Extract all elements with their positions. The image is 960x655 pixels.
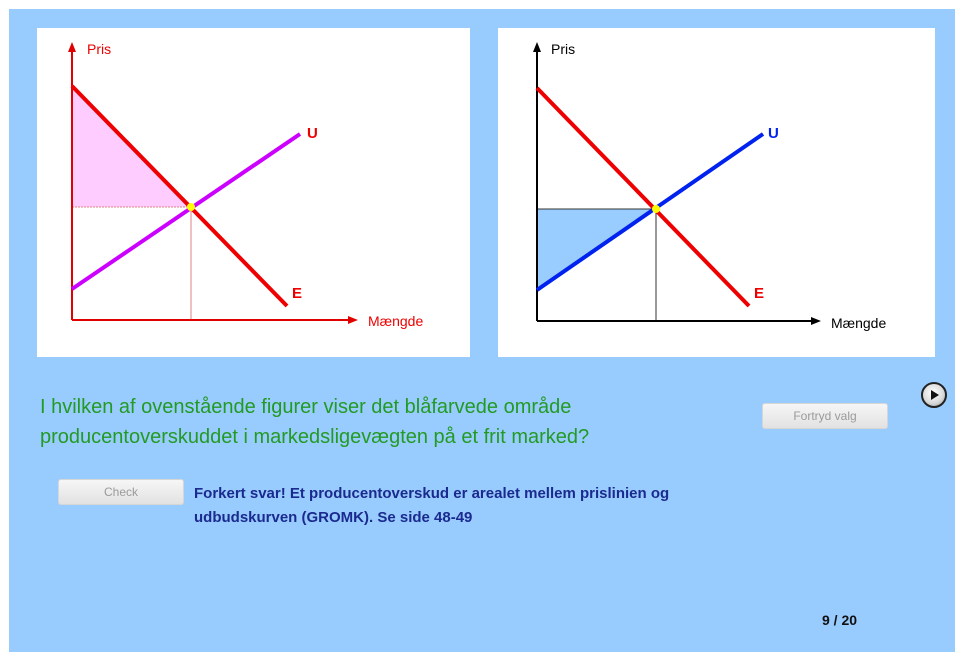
figure-2-chart: Pris Mængde U E (533, 41, 886, 331)
check-button[interactable]: Check (58, 479, 184, 505)
figure-1-y-label: Pris (87, 41, 111, 57)
figure-1-x-label: Mængde (368, 313, 423, 329)
figure-2-equilibrium-point (652, 205, 660, 213)
question-text: I hvilken af ovenstående figurer viser d… (40, 396, 590, 448)
figure-1-chart: Pris Mængde U E (68, 41, 423, 329)
figure-1-x-arrow (348, 316, 358, 324)
figure-1-y-arrow (68, 42, 76, 52)
figure-2-demand-curve (535, 86, 751, 308)
figure-2-demand-label: E (754, 285, 764, 302)
figure-2-supply-curve (535, 132, 765, 292)
figure-option-1[interactable]: Pris Mængde U E (37, 28, 470, 357)
figure-1-supply-label: U (307, 125, 318, 142)
figure-1-supply-curve (70, 132, 302, 291)
figure-1-demand-label: E (292, 285, 302, 302)
figure-1-equilibrium-point (187, 203, 195, 211)
figure-2-y-arrow (533, 42, 541, 52)
figure-2-supply-label: U (768, 125, 779, 142)
undo-choice-button[interactable]: Fortryd valg (762, 403, 888, 429)
figure-option-2[interactable]: Pris Mængde U E (498, 28, 935, 357)
quiz-stage: Pris Mængde U E Pris Mængde U E (9, 9, 955, 652)
feedback-text: Forkert svar! Et producentoverskud er ar… (194, 485, 670, 526)
question-counter: 9 / 20 (822, 612, 858, 628)
next-button[interactable] (921, 382, 947, 408)
figure-2-x-label: Mængde (831, 315, 886, 331)
play-icon (931, 390, 939, 400)
figure-2-x-arrow (811, 317, 821, 325)
figure-1-demand-curve (70, 84, 289, 308)
figure-2-y-label: Pris (551, 41, 575, 57)
